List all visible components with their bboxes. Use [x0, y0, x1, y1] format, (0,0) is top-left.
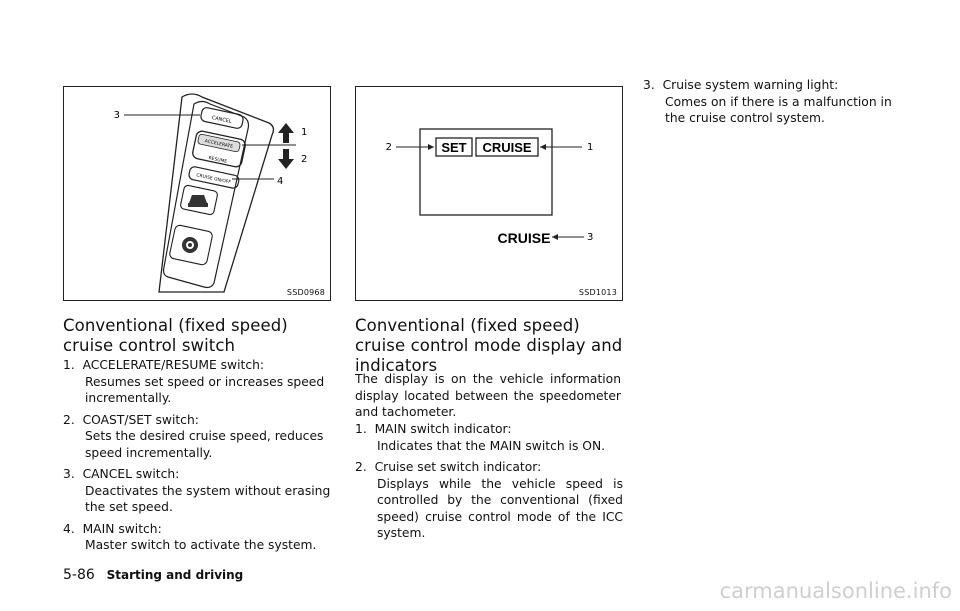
- switch-list: 1. ACCELERATE/RESUME switch: Resumes set…: [63, 357, 333, 559]
- steering-switch-illustration: CANCEL ACCELERATE RESUME CRUISE ON/OFF: [114, 93, 307, 293]
- figure-code: SSD1013: [578, 288, 617, 297]
- cruise-display: CRUISE: [482, 140, 531, 155]
- accelerate-label: ACCELERATE: [204, 138, 234, 150]
- cruise-display-figure: SET CRUISE CRUISE 2 1 3 SSD1013: [355, 86, 623, 301]
- list-item: 4. MAIN switch: Master switch to activat…: [63, 521, 317, 553]
- section-heading: Conventional (fixed speed) cruise contro…: [355, 316, 623, 375]
- page-number: 5-86: [63, 567, 95, 583]
- cruise-switch-figure: CANCEL ACCELERATE RESUME CRUISE ON/OFF: [63, 86, 331, 301]
- arrow-down-icon: [278, 149, 294, 169]
- figure-code: SSD0968: [286, 288, 325, 297]
- indicator-list: 1. MAIN switch indicator: Indicates that…: [355, 421, 623, 547]
- list-item: 3. Cruise system warning light: Comes on…: [643, 78, 892, 125]
- warning-list: 3. Cruise system warning light: Comes on…: [643, 77, 915, 132]
- display-illustration: SET CRUISE CRUISE 2 1 3: [386, 128, 593, 246]
- callout-4: 4: [277, 176, 283, 187]
- list-item: 1. MAIN switch indicator: Indicates that…: [355, 422, 606, 453]
- list-item: 1. ACCELERATE/RESUME switch: Resumes set…: [63, 358, 325, 405]
- resume-label: RESUME: [208, 155, 228, 165]
- callout-2: 2: [386, 142, 392, 153]
- callout-3: 3: [114, 110, 120, 121]
- watermark: carmanualsonline.info: [719, 579, 952, 603]
- list-item: 2. Cruise set switch indicator: Displays…: [355, 460, 623, 540]
- cruise-indicator: CRUISE: [498, 230, 551, 246]
- callout-1: 1: [301, 127, 307, 138]
- list-item: 2. COAST/SET switch: Sets the desired cr…: [63, 412, 324, 460]
- section-heading: Conventional (fixed speed) cruise contro…: [63, 316, 288, 355]
- page-footer: 5-86 Starting and driving: [63, 567, 243, 583]
- intro-paragraph: The display is on the vehicle informatio…: [355, 372, 621, 419]
- list-item: 3. CANCEL switch: Deactivates the system…: [63, 467, 331, 514]
- section-name: Starting and driving: [106, 568, 244, 582]
- callout-2: 2: [301, 154, 307, 165]
- callout-3: 3: [587, 232, 593, 243]
- cancel-label: CANCEL: [211, 115, 232, 125]
- set-indicator: SET: [441, 140, 466, 155]
- callout-1: 1: [587, 142, 593, 153]
- arrow-up-icon: [278, 123, 294, 143]
